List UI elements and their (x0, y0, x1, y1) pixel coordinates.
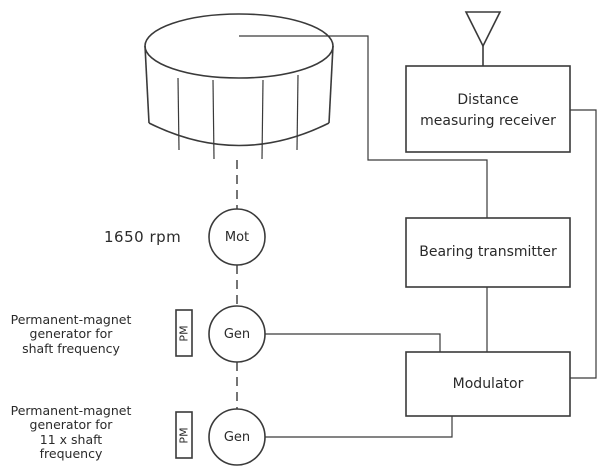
bearing-transmitter-label: Bearing transmitter (419, 244, 557, 260)
drum-right-edge (328, 45, 334, 124)
modulator-label: Modulator (452, 376, 524, 392)
pm2-label: PM (177, 427, 191, 444)
bearing-transmitter-box (405, 217, 571, 288)
drum-slat-4 (296, 74, 299, 151)
drum-slat-2 (212, 79, 215, 160)
gen1-description-line2: generator for (29, 326, 113, 342)
generator1-label: Gen (223, 327, 251, 342)
rotating-drum (144, 13, 334, 160)
gen2-description-line3: 11 x shaft (39, 431, 103, 447)
drum-left-edge (144, 45, 150, 124)
gen2-to-modulator-wire (265, 416, 453, 438)
pm2-box (175, 411, 193, 459)
receiver-box (405, 65, 571, 153)
receiver-label-line2: measuring receiver (420, 113, 556, 129)
drum-slat-3 (261, 79, 264, 160)
gen1-description: Permanent-magnet generator for shaft fre… (2, 312, 140, 356)
receiver-to-modulator-wire (570, 109, 597, 379)
motor-label: Mot (224, 230, 250, 245)
gen2-description: Permanent-magnet generator for 11 x shaf… (2, 403, 140, 462)
drum-slat-1 (177, 77, 180, 151)
gen2-description-line4: frequency (39, 446, 103, 462)
gen2-description-line2: generator for (29, 417, 113, 433)
antenna-icon (464, 11, 502, 66)
pm1-box (175, 309, 193, 357)
modulator-box (405, 351, 571, 417)
generator2-label: Gen (223, 430, 251, 445)
drum-top (144, 13, 334, 79)
gen1-description-line3: shaft frequency (22, 340, 120, 356)
drum-bottom (148, 122, 330, 147)
drum-to-bearing-wire (239, 35, 488, 218)
gen1-to-modulator-wire (265, 333, 441, 352)
rpm-label: 1650 rpm (104, 228, 182, 246)
receiver-label-line1: Distance (457, 92, 519, 108)
pm1-label: PM (177, 325, 191, 342)
gen2-description-line1: Permanent-magnet (10, 403, 132, 418)
gen1-description-line1: Permanent-magnet (10, 312, 132, 327)
